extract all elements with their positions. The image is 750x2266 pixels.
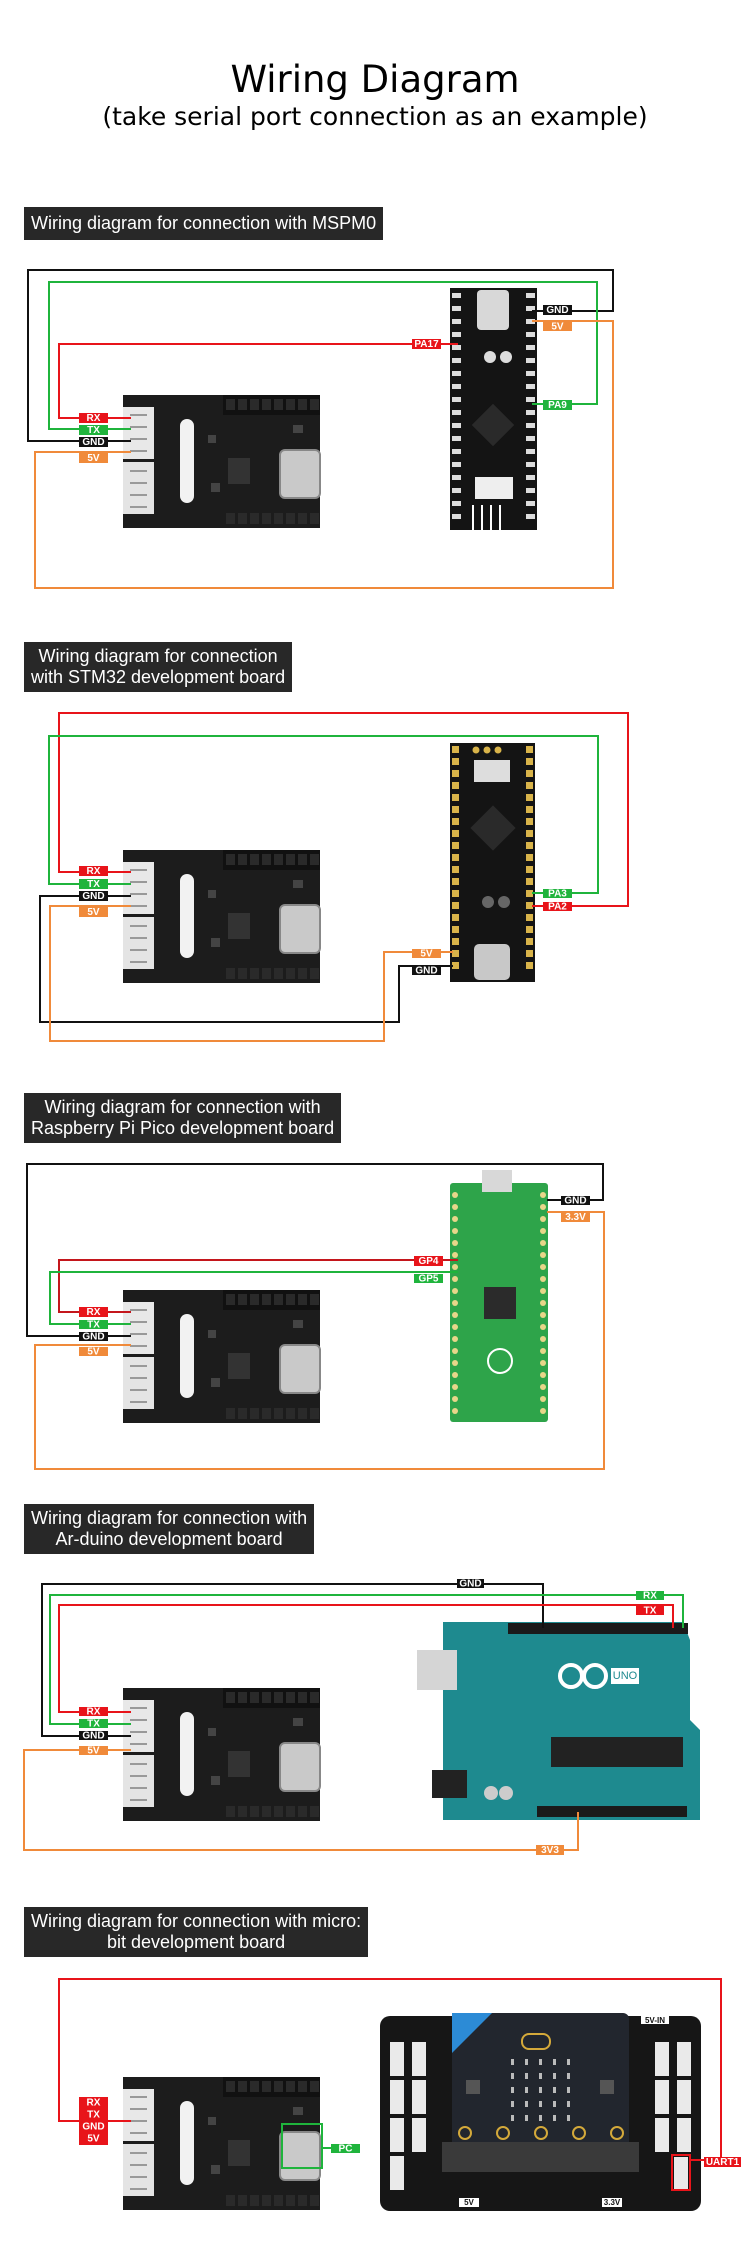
pico-board: [450, 1170, 548, 1422]
label-pa17: PA17: [414, 339, 439, 350]
microbit-card: [452, 2013, 629, 2160]
label-board-gnd: GND: [459, 1579, 481, 1590]
serial-module-board: [122, 1687, 321, 1822]
module-pin-labels: RX TX GND 5V: [79, 866, 108, 918]
label-board-gnd: GND: [546, 305, 568, 316]
section-heading-mspm0: Wiring diagram for connection with MSPM0: [24, 207, 384, 240]
heading-line: Wiring diagram for connection: [38, 646, 278, 666]
wire-5v: [34, 1211, 605, 1470]
raspberry-logo-icon: [487, 1348, 513, 1374]
section-heading-microbit: Wiring diagram for connection with micro…: [24, 1907, 369, 1957]
section-stm32: RX TX GND 5V PA3 PA2 5V GND: [39, 712, 629, 1042]
label-rx: RX: [87, 1707, 101, 1718]
module-pin-labels: RX TX GND 5V: [79, 2097, 108, 2145]
label-board-gnd: GND: [415, 966, 437, 977]
label-gnd: GND: [82, 1731, 104, 1742]
label-tx: TX: [87, 879, 100, 890]
label-rx: RX: [87, 2098, 101, 2109]
serial-module-board: [122, 849, 321, 984]
usb-c-highlight: [281, 2123, 323, 2169]
wire-5v: [34, 320, 614, 589]
label-rx: RX: [87, 866, 101, 877]
mspm0-board: [450, 288, 537, 530]
label-5v: 5V: [87, 907, 100, 918]
label-pc: PC: [339, 2144, 353, 2155]
section-heading-pico: Wiring diagram for connection with Raspb…: [24, 1093, 342, 1143]
label-gp4: GP4: [418, 1256, 438, 1267]
module-pin-labels: RX TX GND 5V: [79, 1307, 108, 1358]
label-gp5: GP5: [418, 1274, 438, 1285]
section-microbit: RX TX GND 5V UART1 PC 5V-IN 5V 3.3V: [58, 1978, 741, 2211]
label-board-3v3: 3.3V: [604, 2198, 621, 2207]
label-5v: 5V: [87, 1347, 100, 1358]
label-gnd: GND: [82, 1332, 104, 1343]
label-tx: TX: [87, 425, 100, 436]
label-board-3v3: 3.3V: [565, 1212, 586, 1223]
board-pin-labels: GP4 GP5 GND 3.3V: [414, 1196, 590, 1285]
uno-logo-text: UNO: [613, 1670, 638, 1682]
board-pin-labels: UART1 PC 5V-IN 5V 3.3V: [331, 2016, 741, 2207]
label-pa2: PA2: [548, 902, 567, 913]
label-board-5v: 5V: [464, 2198, 474, 2207]
label-rx: RX: [87, 413, 101, 424]
label-board-5v: 5V: [420, 949, 433, 960]
serial-module-board: [122, 394, 321, 529]
section-mspm0: RX TX GND 5V PA17 PA9 GND 5V: [27, 269, 614, 589]
heading-line: Wiring diagram for connection with: [31, 1508, 308, 1528]
wire-gnd: [39, 895, 453, 1023]
label-5v: 5V: [87, 1746, 100, 1757]
page-title: Wiring Diagram: [230, 58, 520, 101]
label-pa9: PA9: [548, 400, 567, 411]
board-pin-labels: GND RX TX 3V3: [457, 1579, 664, 1856]
label-board-5v: 5V: [551, 322, 564, 333]
section-heading-stm32: Wiring diagram for connection with STM32…: [24, 642, 293, 692]
label-board-gnd: GND: [564, 1196, 586, 1207]
label-rx: RX: [87, 1307, 101, 1318]
heading-line: Raspberry Pi Pico development board: [31, 1118, 335, 1138]
wire-5v: [49, 905, 453, 1042]
label-board-rx: RX: [643, 1591, 657, 1602]
page-subtitle: (take serial port connection as an examp…: [102, 102, 648, 131]
module-pin-labels: RX TX GND 5V: [79, 1707, 108, 1757]
wire-gnd: [41, 1583, 544, 1737]
label-gnd: GND: [82, 891, 104, 902]
label-tx: TX: [87, 1719, 100, 1730]
heading-line: Ar-duino development board: [55, 1529, 283, 1549]
serial-module-board: [122, 2076, 321, 2211]
label-5v-in: 5V-IN: [645, 2016, 665, 2025]
module-pin-labels: RX TX GND 5V: [79, 413, 108, 464]
microbit-expansion-board: [380, 2013, 701, 2211]
label-tx: TX: [87, 1320, 100, 1331]
label-tx: TX: [87, 2110, 100, 2121]
wire-tx: [49, 1594, 684, 1725]
label-gnd: GND: [82, 2122, 104, 2133]
uart1-highlight: [671, 2154, 691, 2191]
label-uart1: UART1: [706, 2157, 740, 2168]
section-pico: RX TX GND 5V GP4 GP5 GND 3.3V: [26, 1163, 605, 1470]
section-arduino: UNO RX TX GND 5V GND RX TX 3V3: [23, 1579, 700, 1856]
heading-line: Wiring diagram for connection with: [44, 1097, 321, 1117]
label-board-tx: TX: [644, 1606, 657, 1617]
heading-line: with STM32 development board: [31, 667, 286, 687]
heading-line: Wiring diagram for connection with micro…: [31, 1911, 362, 1931]
label-5v: 5V: [87, 453, 100, 464]
arduino-board: UNO: [417, 1622, 700, 1820]
label-5v: 5V: [87, 2134, 100, 2145]
label-gnd: GND: [82, 437, 104, 448]
stm32-board: [450, 743, 535, 982]
section-heading-arduino: Wiring diagram for connection with Ar-du…: [24, 1504, 315, 1554]
board-pin-labels: PA17 PA9 GND 5V: [412, 305, 572, 411]
wire-5v: [23, 1749, 579, 1851]
heading-line: bit development board: [107, 1932, 286, 1952]
board-pin-labels: PA3 PA2 5V GND: [412, 889, 572, 977]
label-pa3: PA3: [548, 889, 567, 900]
serial-module-board: [122, 1289, 321, 1424]
label-board-3v3: 3V3: [541, 1845, 559, 1856]
